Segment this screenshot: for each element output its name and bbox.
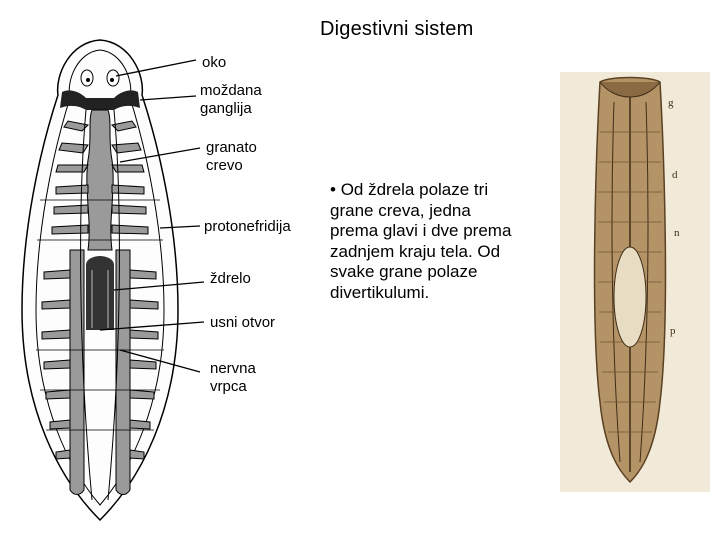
- label-brain-ganglia-line2: ganglija: [200, 100, 262, 118]
- label-pharynx: ždrelo: [210, 270, 251, 288]
- label-eye: oko: [202, 54, 226, 72]
- bullet-text-block: • Od ždrela polaze tri grane creva, jedn…: [330, 180, 520, 303]
- bullet-text: Od ždrela polaze tri grane creva, jedna …: [330, 180, 511, 302]
- planarian-illustration: g d n p: [560, 72, 710, 492]
- label-brain-ganglia-line1: moždana: [200, 82, 262, 100]
- label-branched-gut: granato crevo: [206, 139, 257, 175]
- label-nerve-cord-line1: nervna: [210, 360, 256, 378]
- flatworm-diagram: [0, 0, 310, 540]
- letter-p: p: [670, 325, 676, 337]
- letter-g: g: [668, 97, 674, 109]
- label-nerve-cord: nervna vrpca: [210, 360, 256, 396]
- label-branched-gut-line1: granato: [206, 139, 257, 157]
- label-branched-gut-line2: crevo: [206, 157, 257, 175]
- label-protonephridia: protonefridija: [204, 218, 291, 236]
- letter-n: n: [674, 227, 680, 239]
- label-brain-ganglia: moždana ganglija: [200, 82, 262, 118]
- gut-anterior: [87, 110, 113, 250]
- gut-posterior-right: [116, 250, 130, 495]
- eye-right: [107, 70, 119, 86]
- gut-posterior-left: [70, 250, 84, 495]
- letter-d: d: [672, 169, 678, 181]
- illustration-pharynx: [614, 247, 646, 347]
- bullet-marker: •: [330, 180, 336, 199]
- eye-left: [81, 70, 93, 86]
- label-mouth: usni otvor: [210, 314, 275, 332]
- slide-title: Digestivni sistem: [320, 18, 473, 41]
- pharynx: [86, 256, 114, 330]
- label-nerve-cord-line2: vrpca: [210, 378, 256, 396]
